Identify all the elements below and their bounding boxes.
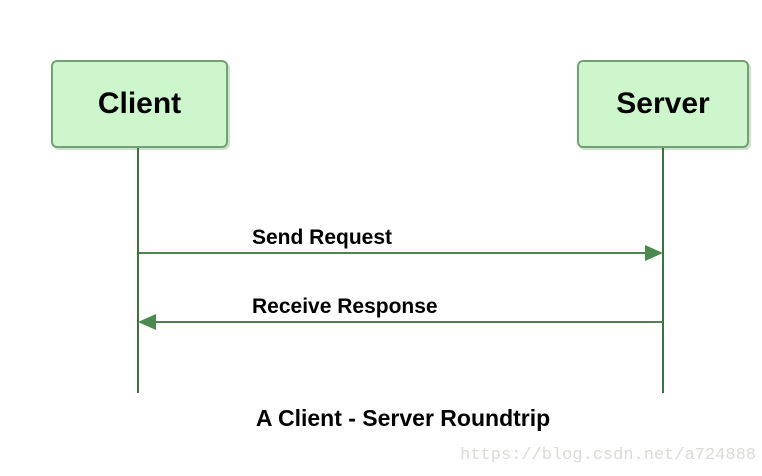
actor-box-client: Client	[51, 60, 228, 148]
lifeline-server	[662, 148, 664, 393]
diagram-caption: A Client - Server Roundtrip	[255, 405, 551, 431]
arrowhead-right-icon	[645, 245, 663, 261]
message-line-send-request	[139, 252, 646, 254]
message-line-receive-response	[156, 321, 663, 323]
actor-box-server: Server	[577, 60, 749, 148]
actor-label-client: Client	[97, 87, 182, 120]
arrowhead-left-icon	[138, 314, 156, 330]
message-label-receive-response: Receive Response	[252, 295, 438, 318]
actor-label-server: Server	[616, 87, 710, 120]
lifeline-client	[137, 148, 139, 393]
watermark-text: https://blog.csdn.net/a724888	[460, 446, 756, 465]
message-label-send-request: Send Request	[252, 226, 393, 249]
